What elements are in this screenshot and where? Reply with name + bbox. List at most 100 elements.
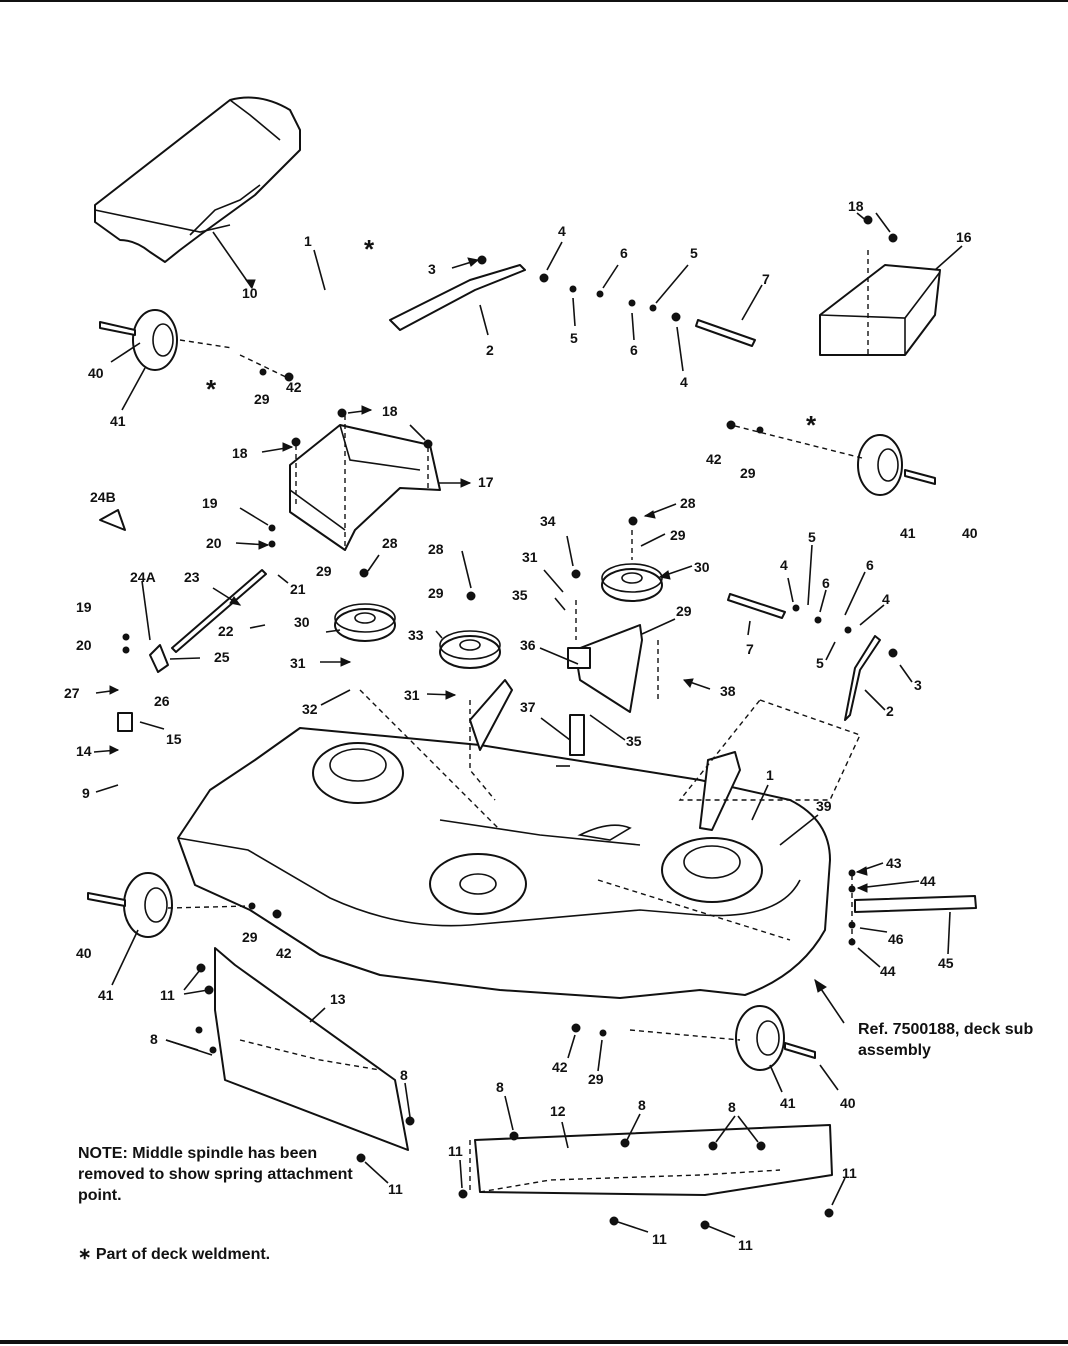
label-42: 42: [276, 945, 292, 961]
label-7: 7: [746, 641, 754, 657]
label-11: 11: [652, 1231, 667, 1247]
leader-arrowheads: [109, 257, 868, 993]
top-rule: [0, 0, 1068, 2]
label-11: 11: [448, 1143, 463, 1159]
label-6: 6: [822, 575, 830, 591]
label-6: 6: [630, 342, 638, 358]
pin-upper: [695, 319, 756, 347]
label-40: 40: [840, 1095, 856, 1111]
label-10: 10: [242, 285, 258, 301]
lift-arm-upper: [389, 264, 526, 331]
label-19: 19: [76, 599, 92, 615]
label-24b: 24B: [90, 489, 116, 505]
label-40: 40: [962, 525, 978, 541]
label-2: 2: [486, 342, 494, 358]
label-6: 6: [620, 245, 628, 261]
label-1: 1: [304, 233, 312, 249]
label-19: 19: [202, 495, 218, 511]
label-8: 8: [400, 1067, 408, 1083]
label-asterisk: *: [206, 374, 217, 404]
label-37: 37: [520, 699, 536, 715]
label-33: 33: [408, 627, 424, 643]
label-44: 44: [920, 873, 936, 889]
deflector-block: [819, 250, 941, 356]
leader-lines: [93, 212, 963, 1238]
label-4: 4: [558, 223, 566, 239]
pulley-middle: [439, 630, 501, 669]
label-29: 29: [676, 603, 692, 619]
label-28: 28: [428, 541, 444, 557]
label-9: 9: [82, 785, 90, 801]
label-11: 11: [388, 1181, 403, 1197]
label-18: 18: [232, 445, 248, 461]
label-35: 35: [512, 587, 528, 603]
label-41: 41: [110, 413, 126, 429]
label-28: 28: [382, 535, 398, 551]
pulley-left: [334, 603, 396, 642]
label-5: 5: [816, 655, 824, 671]
label-38: 38: [720, 683, 736, 699]
label-27: 27: [64, 685, 80, 701]
label-20: 20: [76, 637, 92, 653]
label-8: 8: [728, 1099, 736, 1115]
label-29: 29: [242, 929, 258, 945]
label-44: 44: [880, 963, 896, 979]
label-30: 30: [694, 559, 710, 575]
wheel-upper-right: [857, 434, 936, 496]
label-8: 8: [638, 1097, 646, 1113]
label-asterisk: *: [364, 234, 375, 264]
label-11: 11: [738, 1237, 753, 1253]
label-11: 11: [842, 1165, 857, 1181]
label-29: 29: [316, 563, 332, 579]
bottom-rule: [0, 1340, 1068, 1344]
lift-arm-right: [844, 635, 881, 721]
label-42: 42: [552, 1059, 568, 1075]
spring-45: [854, 895, 977, 913]
label-29: 29: [428, 585, 444, 601]
deck-sub-assembly-reference: Ref. 7500188, deck sub assembly: [858, 1021, 1034, 1059]
assembly-lines: [167, 339, 863, 1190]
label-29: 29: [740, 465, 756, 481]
label-24a: 24A: [130, 569, 156, 585]
label-45: 45: [938, 955, 954, 971]
label-29: 29: [670, 527, 686, 543]
label-42: 42: [286, 379, 302, 395]
label-17: 17: [478, 474, 494, 490]
label-22: 22: [218, 623, 234, 639]
label-4: 4: [882, 591, 890, 607]
label-35: 35: [626, 733, 642, 749]
label-14: 14: [76, 743, 92, 759]
label-31: 31: [404, 687, 420, 703]
rod-23: [171, 569, 267, 653]
label-34: 34: [540, 513, 556, 529]
label-46: 46: [888, 931, 904, 947]
hardware-nuts: [122, 215, 898, 1230]
deck-housing: [177, 679, 831, 999]
center-cover: [289, 424, 441, 551]
label-29: 29: [588, 1071, 604, 1087]
asterisk-legend: ∗ Part of deck weldment.: [78, 1246, 271, 1263]
part-labels: 10 1 * 3 2 4 5 6 6 5 4 7 18 16 40 41 * 2…: [64, 198, 978, 1253]
label-1: 1: [766, 767, 774, 783]
label-25: 25: [214, 649, 230, 665]
label-5: 5: [690, 245, 698, 261]
label-16: 16: [956, 229, 972, 245]
label-41: 41: [98, 987, 114, 1003]
wheel-lower-left: [87, 872, 173, 938]
label-32: 32: [302, 701, 318, 717]
label-5: 5: [808, 529, 816, 545]
label-8: 8: [496, 1079, 504, 1095]
label-26: 26: [154, 693, 170, 709]
wheel-upper-left: [99, 309, 178, 371]
label-36: 36: [520, 637, 536, 653]
middle-spindle-note: NOTE: Middle spindle has been removed to…: [78, 1145, 353, 1204]
label-42: 42: [706, 451, 722, 467]
label-3: 3: [428, 261, 436, 277]
label-7: 7: [762, 271, 770, 287]
label-15: 15: [166, 731, 182, 747]
label-18: 18: [848, 198, 864, 214]
label-5: 5: [570, 330, 578, 346]
label-40: 40: [88, 365, 104, 381]
label-18: 18: [382, 403, 398, 419]
